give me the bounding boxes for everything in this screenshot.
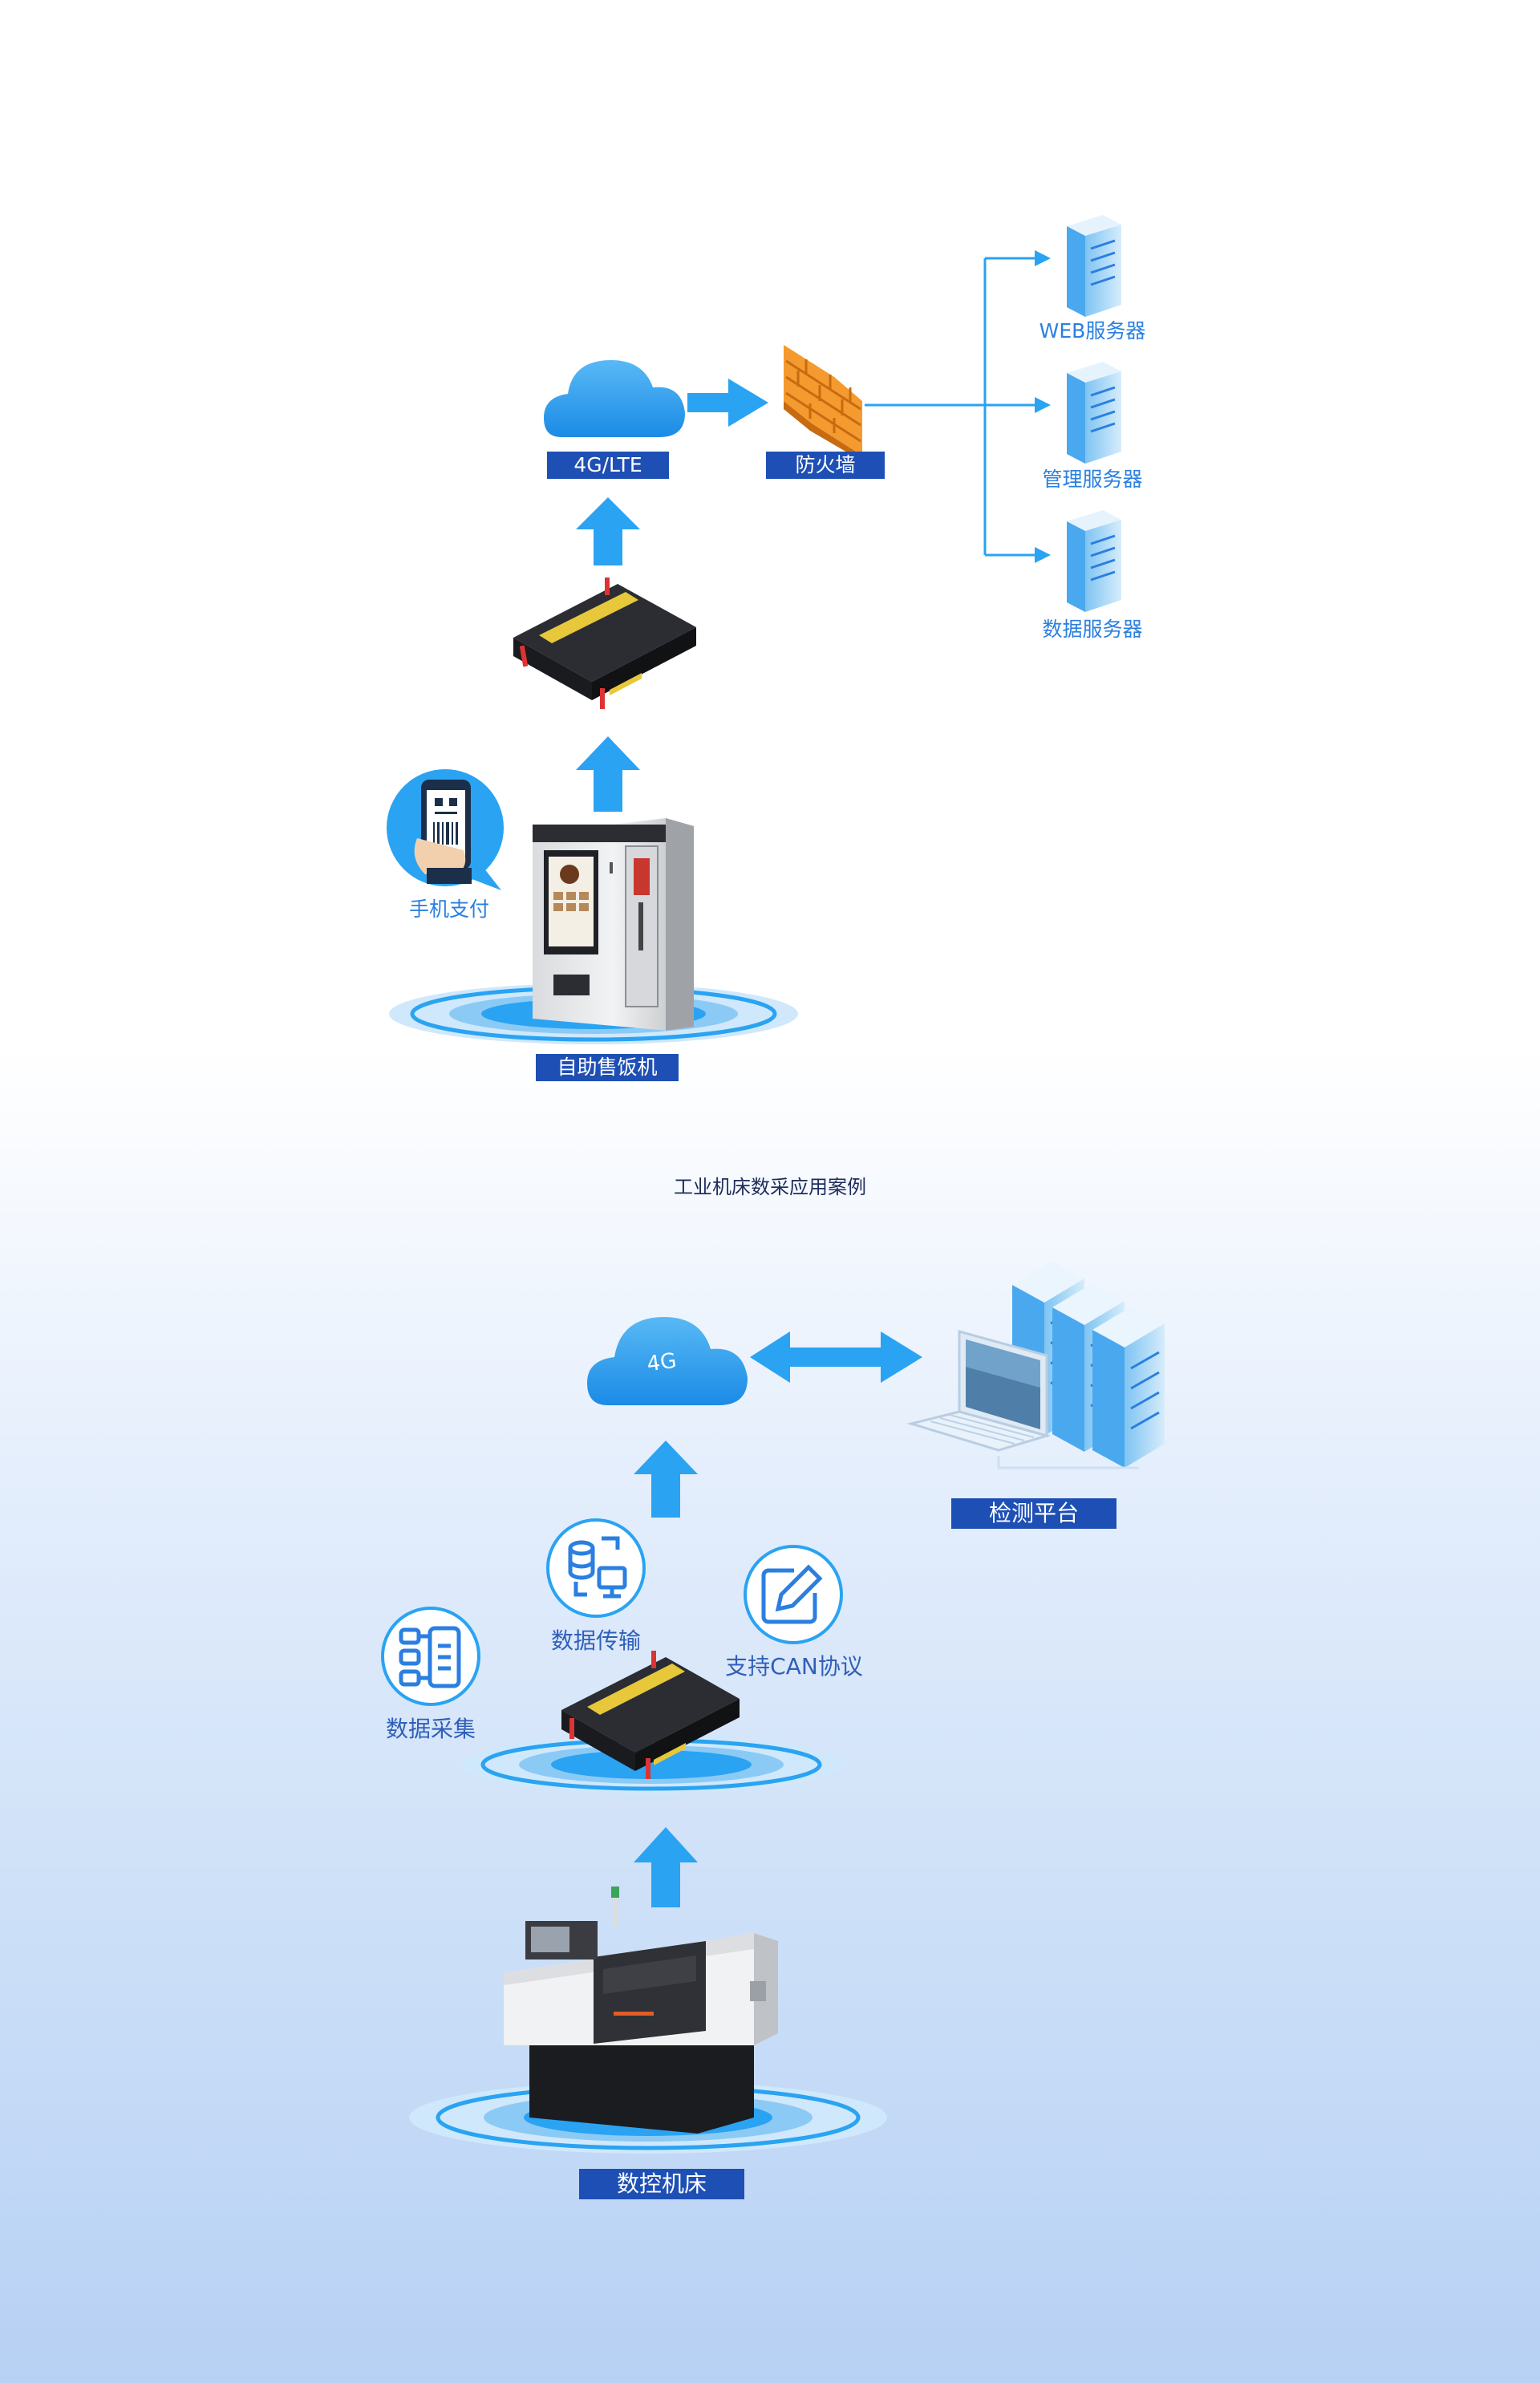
cloud-icon	[587, 1317, 748, 1405]
arrowhead	[1035, 250, 1051, 266]
arrow-up	[634, 1827, 698, 1907]
data-server-icon	[1067, 510, 1121, 612]
arrowhead	[1035, 397, 1051, 413]
feature-label-data-collection: 数据采集	[385, 1716, 476, 1742]
case-title: 工业机床数采应用案例	[674, 1176, 866, 1198]
arrowhead	[1035, 547, 1051, 563]
vending-machine-label: 自助售饭机	[536, 1054, 679, 1081]
arrow-up	[576, 497, 640, 565]
vending-machine-icon	[533, 818, 694, 1031]
server-connector	[865, 257, 1035, 557]
feature-label-can-protocol: 支持CAN协议	[725, 1653, 863, 1680]
edit-document-icon	[744, 1545, 843, 1644]
web-server-label: WEB服务器	[1039, 319, 1146, 342]
arrow-up	[634, 1441, 698, 1518]
router-device-icon	[513, 578, 696, 709]
monitoring-platform-label: 检测平台	[951, 1498, 1116, 1529]
cnc-machine-label: 数控机床	[579, 2169, 744, 2199]
feature-label-data-transfer: 数据传输	[550, 1627, 641, 1654]
firewall-label: 防火墙	[766, 452, 885, 479]
mobile-payment-icon	[387, 769, 504, 890]
cloud-4g-lte-label: 4G/LTE	[547, 452, 669, 479]
router-device-icon	[561, 1651, 740, 1779]
data-server-label: 数据服务器	[1042, 618, 1143, 641]
monitoring-platform-icon	[906, 1261, 1165, 1469]
firewall-icon	[784, 345, 862, 461]
data-collection-icon	[381, 1607, 480, 1706]
mobile-payment-label: 手机支付	[408, 898, 489, 921]
web-server-icon	[1067, 215, 1121, 317]
management-server-icon	[1067, 362, 1121, 464]
management-server-label: 管理服务器	[1042, 468, 1143, 491]
cloud-icon	[544, 360, 685, 437]
arrow-right	[687, 379, 768, 427]
data-transfer-icon	[546, 1518, 646, 1618]
signal-rings	[460, 1736, 842, 1793]
arrow-up	[576, 736, 640, 812]
bidirectional-arrow	[750, 1331, 922, 1383]
cnc-machine-icon	[504, 1887, 778, 2134]
